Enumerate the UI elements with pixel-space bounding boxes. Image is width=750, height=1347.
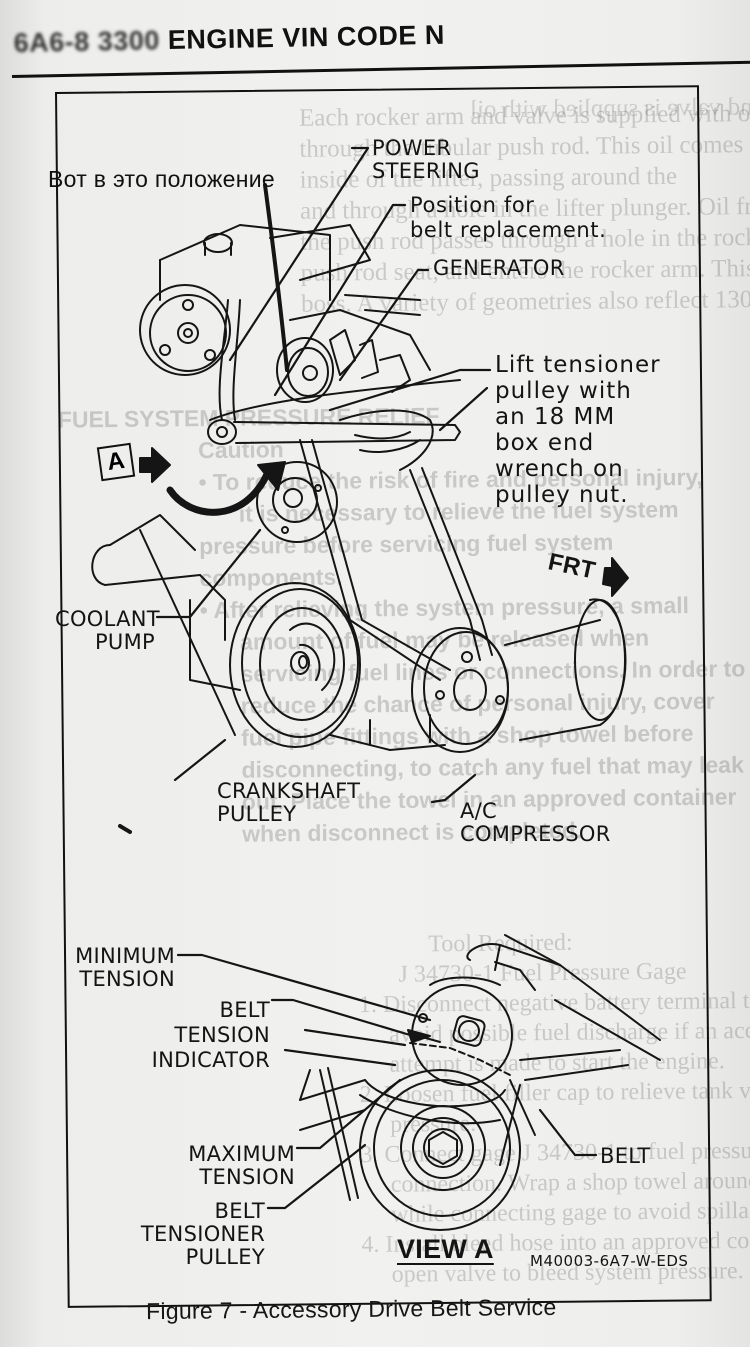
label-belt-tension-indicator: BELT TENSION INDICATOR <box>140 998 270 1073</box>
label-line: pulley nut. <box>495 482 629 508</box>
label-ac-compressor: A/C COMPRESSOR <box>460 800 611 846</box>
label-minimum-tension: MINIMUM TENSION <box>60 945 175 991</box>
label-power-steering: POWER STEERING <box>372 137 480 183</box>
leader-coolant <box>155 528 262 619</box>
leader-maximum-tension <box>295 1078 402 1150</box>
leader-lift-2 <box>438 386 489 432</box>
annotation-pointer <box>263 183 289 372</box>
label-line: COOLANT <box>55 607 160 631</box>
label-line: PULLEY <box>217 802 297 826</box>
label-line: INDICATOR <box>151 1048 270 1072</box>
coolant-pump-housing <box>91 514 241 691</box>
label-line: belt replacement. <box>410 218 607 242</box>
label-generator: GENERATOR <box>433 256 565 280</box>
label-line: wrench on <box>495 456 624 482</box>
leader-crankshaft <box>173 738 227 782</box>
label-line: TENSIONER <box>140 1222 265 1246</box>
view-a-tensioner <box>299 934 661 1231</box>
front-arrow <box>602 557 629 597</box>
label-line: BELT <box>219 998 270 1022</box>
label-line: TENSION <box>79 967 175 991</box>
leader-lift-1 <box>328 368 492 412</box>
leader-lines-top <box>155 146 492 804</box>
leader-belt <box>538 1108 598 1157</box>
label-line: Position for <box>410 193 535 217</box>
leader-generator <box>338 268 430 382</box>
label-line: CRANKSHAFT <box>217 779 361 803</box>
view-a-title: VIEW A <box>397 1234 494 1264</box>
label-maximum-tension: MAXIMUM TENSION <box>180 1143 295 1189</box>
power-steering-pump <box>139 224 371 376</box>
crankshaft-pulley <box>229 582 361 748</box>
hand <box>339 409 434 471</box>
leader-minimum-tension <box>176 953 432 1022</box>
drive-belt <box>139 299 493 736</box>
label-line: POWER <box>372 136 452 160</box>
view-a-marker: A <box>96 442 136 482</box>
label-line: Lift tensioner <box>495 352 661 378</box>
label-line: MINIMUM <box>75 944 175 968</box>
annotation-russian: Вот в это положение <box>48 166 276 192</box>
label-line: COMPRESSOR <box>460 822 611 846</box>
label-line: STEERING <box>372 159 480 183</box>
label-belt: BELT <box>600 1144 651 1168</box>
label-position-for-belt: Position for belt replacement. <box>410 193 606 243</box>
label-lift-tensioner: Lift tensioner pulley with an 18 MM box … <box>495 352 661 508</box>
leader-lines-bottom <box>176 953 598 1210</box>
drawing-code: M40003-6A7-W-EDS <box>530 1252 689 1270</box>
label-line: PULLEY <box>185 1245 265 1269</box>
label-line: TENSION <box>199 1165 295 1189</box>
label-crankshaft-pulley: CRANKSHAFT PULLEY <box>217 780 360 826</box>
label-line: PUMP <box>94 630 155 654</box>
label-line: MAXIMUM <box>188 1142 295 1166</box>
label-line: pulley with <box>495 378 632 404</box>
figure-caption: Figure 7 - Accessory Drive Belt Service <box>145 1293 557 1325</box>
label-belt-tensioner-pulley: BELT TENSIONER PULLEY <box>140 1200 265 1269</box>
leader-power-steering <box>228 146 370 362</box>
view-a-arrow <box>139 447 171 483</box>
leader-belt-indicator-2 <box>303 1028 407 1047</box>
label-line: BELT <box>214 1199 265 1223</box>
ac-compressor <box>411 598 627 753</box>
label-line: an 18 MM <box>495 404 616 430</box>
leader-ac <box>430 773 477 804</box>
leader-belt-indicator-1 <box>270 998 412 1037</box>
leader-tensioner-pulley <box>266 1143 367 1210</box>
leader-position <box>273 203 407 397</box>
leader-belt-indicator-3 <box>283 1048 397 1067</box>
label-line: box end <box>495 430 595 456</box>
label-coolant-pump: COOLANT PUMP <box>55 607 160 654</box>
label-line: TENSION <box>174 1023 270 1047</box>
idler-pulley <box>256 461 338 543</box>
label-line: A/C <box>460 799 498 823</box>
wrench <box>207 379 461 445</box>
rotation-arrow <box>166 461 286 516</box>
